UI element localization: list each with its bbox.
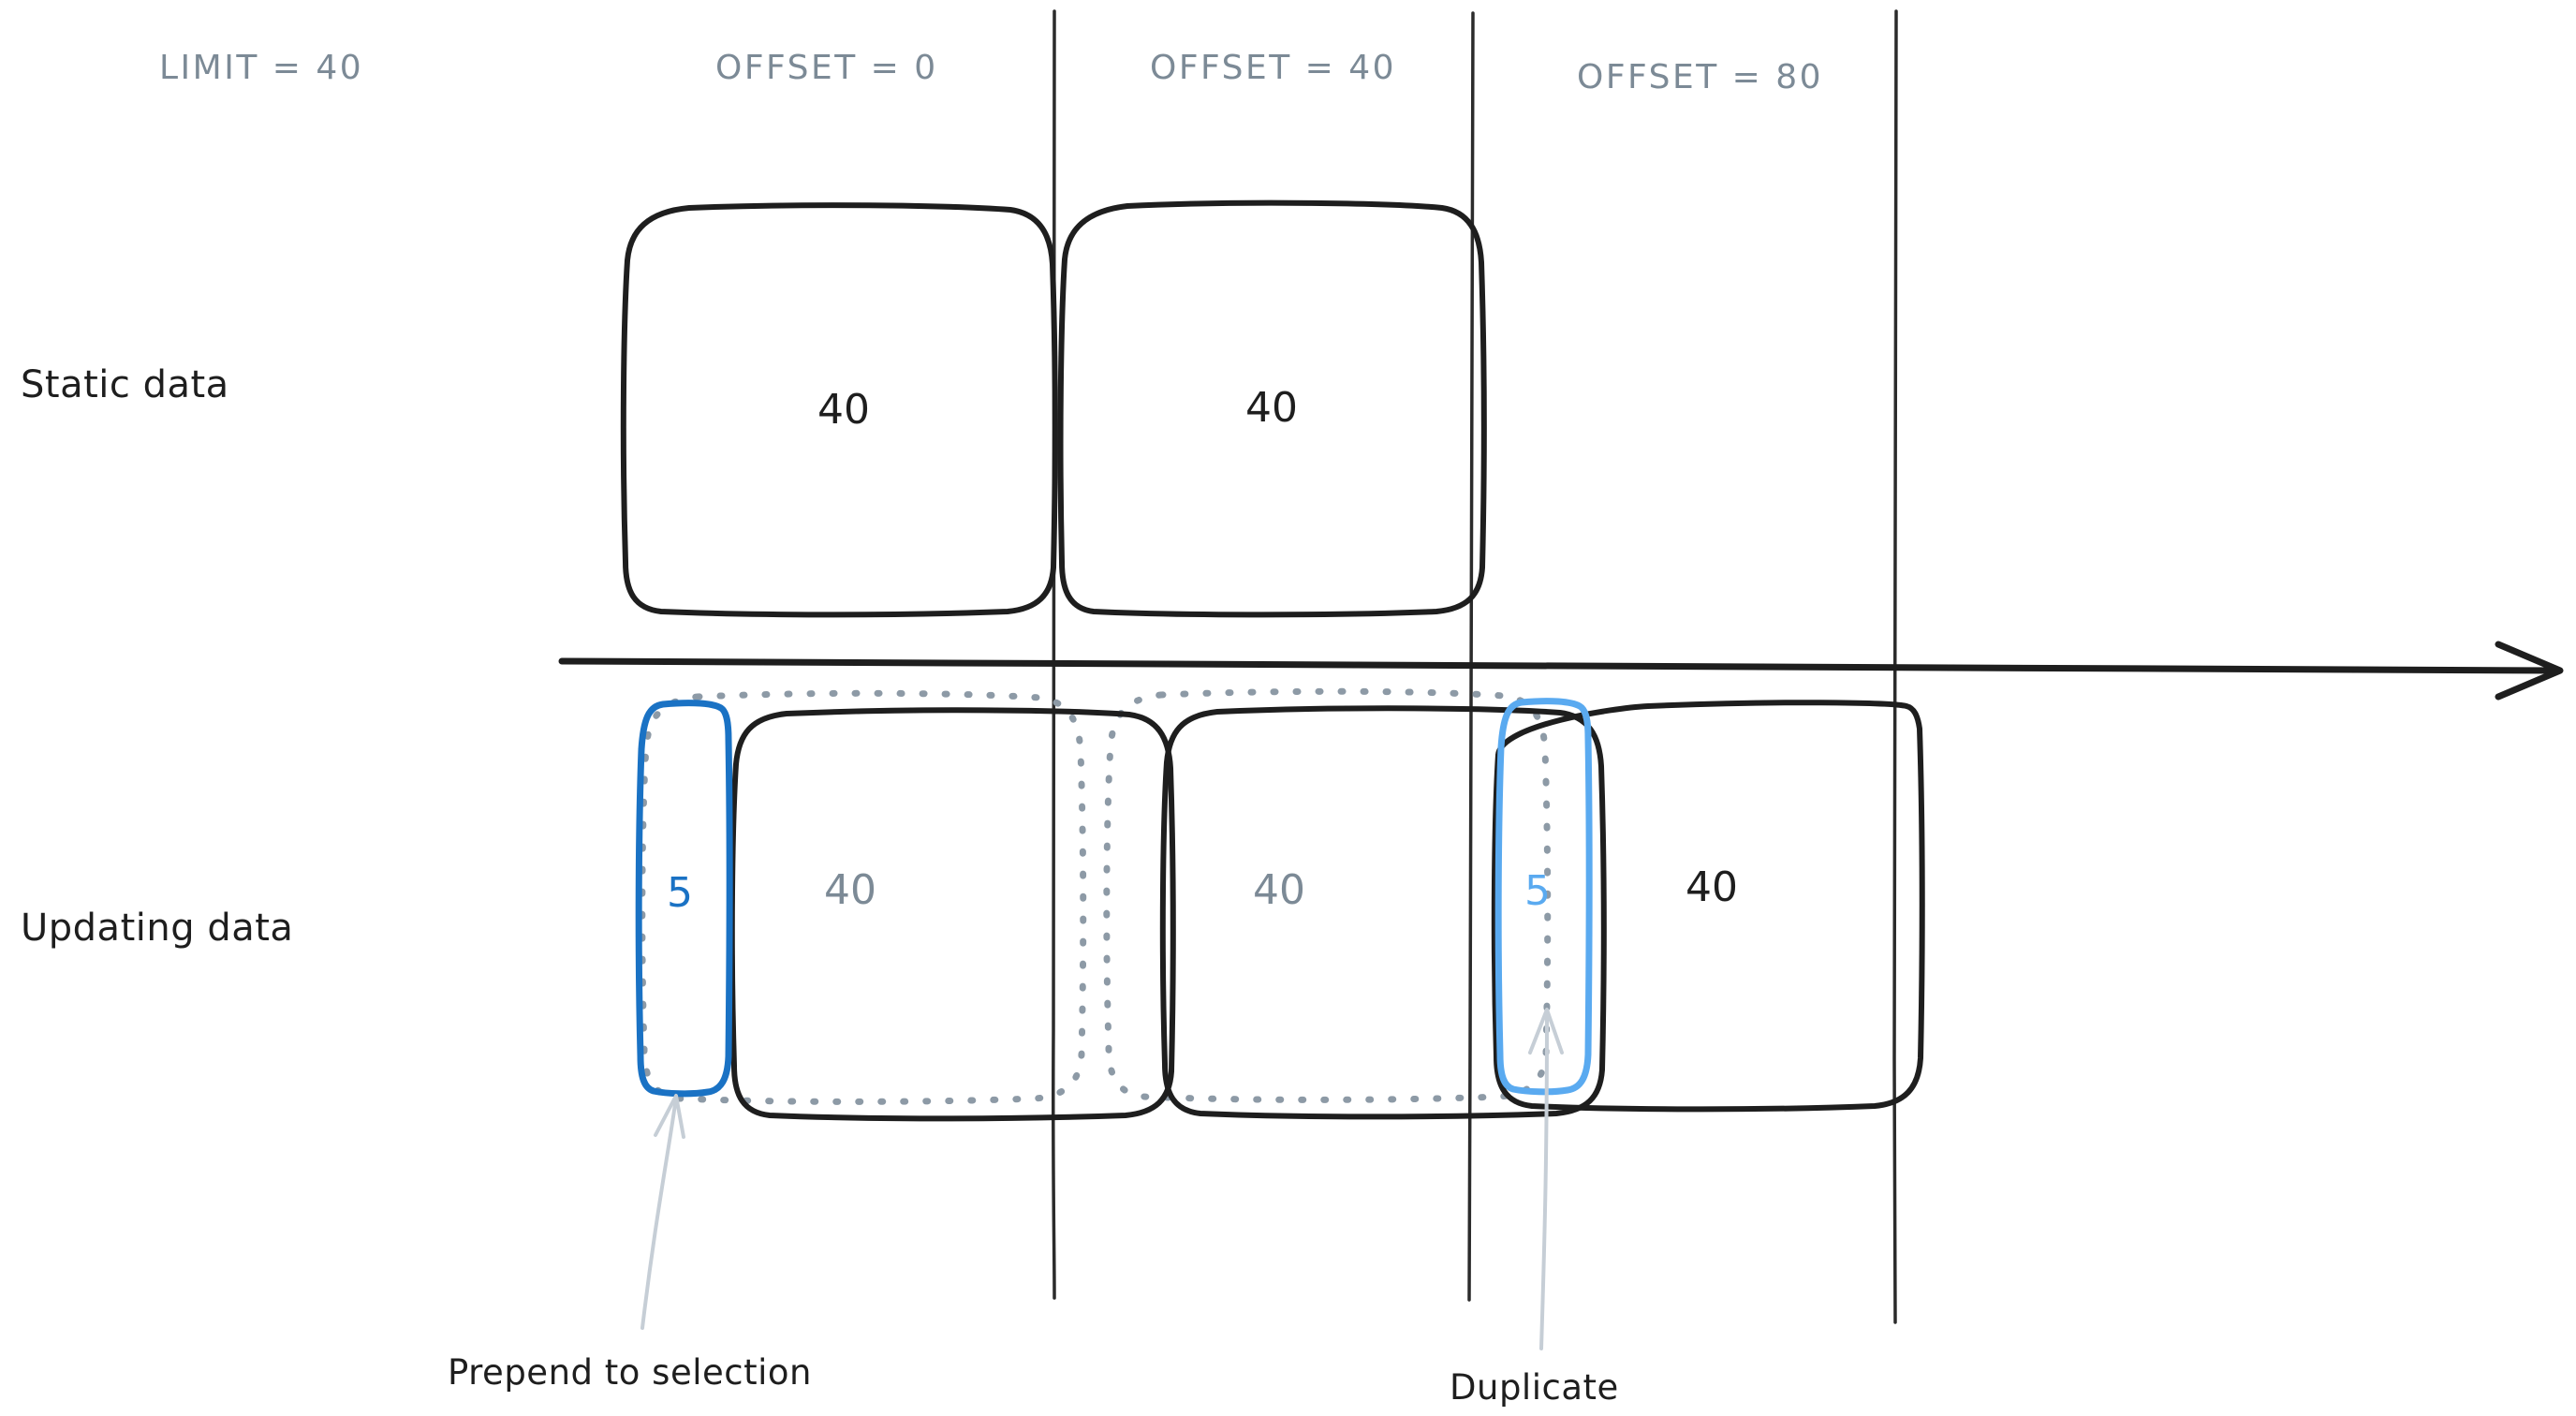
prepended-block: 5 (635, 700, 733, 1098)
updating-page-value-3: 40 (1685, 863, 1738, 911)
static-page-box-1 (620, 202, 1058, 618)
time-axis-line (558, 657, 2560, 674)
divider-line-1 (1051, 9, 1056, 1300)
static-page-box-2 (1057, 199, 1487, 618)
label-offset-80: OFFSET = 80 (1577, 58, 1823, 96)
time-axis-arrowhead (2495, 641, 2564, 701)
label-offset-40: OFFSET = 40 (1150, 49, 1396, 87)
updating-page-value-1: 40 (824, 866, 876, 914)
ghost-page-box-1 (639, 689, 1087, 1105)
duplicate-block: 5 (1494, 698, 1593, 1096)
static-page-value-1: 40 (817, 386, 870, 434)
duplicate-block-outline (1494, 698, 1593, 1096)
duplicate-annotation-arrowhead (1528, 1008, 1564, 1055)
updating-page-value-2: 40 (1253, 866, 1305, 914)
updating-row-boxes (729, 700, 1925, 1122)
updating-page-box-3 (1491, 700, 1925, 1113)
ghost-page-outlines (639, 687, 1552, 1105)
time-axis (558, 641, 2564, 701)
duplicate-annotation: Duplicate (1450, 1008, 1619, 1408)
updating-page-box-2 (1159, 705, 1607, 1120)
label-limit: LIMIT = 40 (159, 49, 363, 87)
duplicate-annotation-label: Duplicate (1450, 1367, 1619, 1408)
divider-line-2 (1467, 11, 1475, 1302)
prepend-annotation-arrowhead (654, 1094, 685, 1139)
prepended-block-outline (635, 700, 733, 1098)
column-dividers (1051, 9, 1898, 1324)
prepend-annotation: Prepend to selection (448, 1094, 812, 1393)
label-updating-data: Updating data (21, 907, 293, 950)
divider-line-3 (1892, 9, 1898, 1324)
label-offset-0: OFFSET = 0 (715, 49, 938, 87)
duplicate-annotation-leader (1539, 1010, 1549, 1350)
prepend-annotation-leader (640, 1096, 678, 1330)
label-static-data: Static data (21, 363, 229, 406)
ghost-page-box-2 (1103, 687, 1552, 1103)
prepend-annotation-label: Prepend to selection (448, 1352, 812, 1393)
static-row-boxes (620, 199, 1487, 618)
static-page-value-2: 40 (1245, 384, 1298, 432)
duplicate-block-value: 5 (1524, 867, 1551, 915)
prepended-block-value: 5 (667, 869, 693, 917)
